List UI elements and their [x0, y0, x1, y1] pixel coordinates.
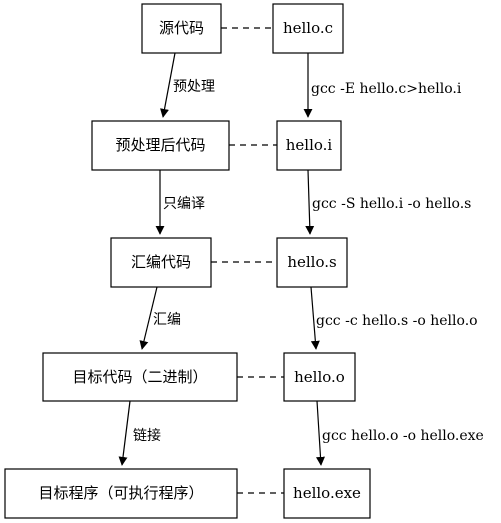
stage-node-assembly: 汇编代码: [110, 237, 212, 288]
file-label: hello.c: [283, 19, 333, 37]
command-label-assemble: gcc -c hello.s -o hello.o: [316, 313, 478, 329]
command-label-compile: gcc -S hello.i -o hello.s: [312, 196, 471, 212]
step-label-link: 链接: [133, 427, 161, 444]
stage-label: 预处理后代码: [115, 136, 205, 154]
file-node-i: hello.i: [276, 120, 342, 171]
file-label: hello.o: [294, 368, 345, 386]
step-arrow-3: [118, 400, 131, 466]
stage-node-executable: 目标程序（可执行程序）: [4, 468, 238, 519]
file-label: hello.i: [286, 136, 333, 154]
command-arrow-2: [310, 286, 320, 350]
command-arrow-3: [316, 400, 325, 466]
stage-label: 目标程序（可执行程序）: [38, 484, 203, 502]
file-label: hello.s: [287, 253, 336, 271]
file-label: hello.exe: [293, 484, 361, 502]
stage-label: 目标代码（二进制）: [72, 368, 207, 386]
file-node-s: hello.s: [276, 237, 348, 288]
stage-label: 汇编代码: [131, 253, 191, 271]
command-arrow-1: [305, 169, 315, 235]
step-label-compile: 只编译: [163, 196, 205, 212]
command-label-preprocess: gcc -E hello.c>hello.i: [311, 81, 462, 97]
stage-node-preprocessed: 预处理后代码: [91, 120, 230, 171]
stage-label: 源代码: [159, 19, 204, 37]
file-node-c: hello.c: [272, 3, 344, 54]
step-arrow-0: [160, 52, 176, 118]
step-label-preprocess: 预处理: [173, 79, 215, 95]
stage-node-object: 目标代码（二进制）: [42, 352, 238, 402]
step-label-assemble: 汇编: [153, 312, 181, 328]
step-arrow-2: [139, 286, 158, 350]
stage-node-source: 源代码: [141, 3, 222, 54]
command-label-link: gcc hello.o -o hello.exe: [322, 428, 484, 444]
file-node-o: hello.o: [283, 352, 356, 402]
file-node-exe: hello.exe: [283, 468, 371, 519]
